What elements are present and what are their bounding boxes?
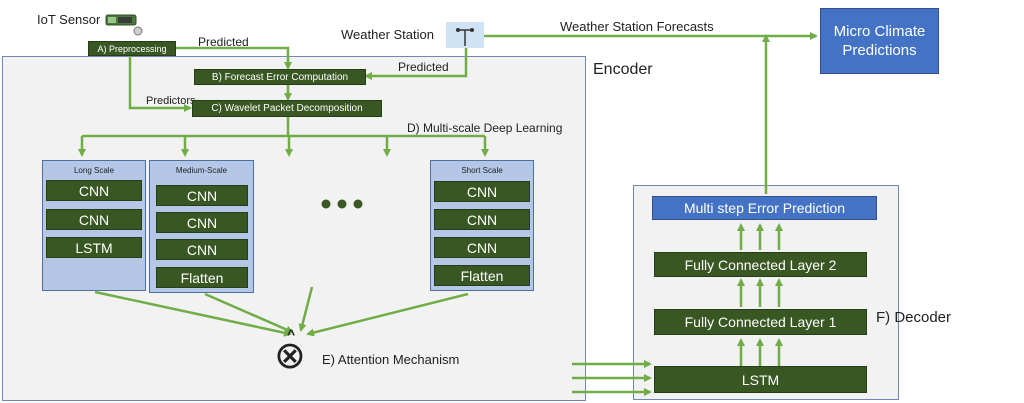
long-scale-title: Long Scale xyxy=(73,166,115,175)
fc1-box: Fully Connected Layer 1 xyxy=(654,309,867,335)
short-scale-title: Short Scale xyxy=(461,166,503,175)
arrow-preprocessing-to-error xyxy=(176,46,292,70)
iot-sensor-label: IoT Sensor xyxy=(37,12,101,27)
micro-climate-predictions-label: Micro Climate Predictions xyxy=(833,23,926,59)
arrow-mid-to-attention xyxy=(298,286,314,332)
predicted-label-2: Predicted xyxy=(398,60,449,74)
dot xyxy=(337,199,347,209)
long-scale-box: Long Scale CNN CNN LSTM xyxy=(42,160,146,291)
decoder-lstm-box: LSTM xyxy=(654,366,867,393)
short-scale-layer: CNN xyxy=(434,209,530,230)
forecast-error-box: B) Forecast Error Computation xyxy=(194,69,366,85)
iot-sensor-icon xyxy=(105,14,143,36)
decoder-label: F) Decoder xyxy=(876,309,952,326)
arrow-medium-to-attention xyxy=(204,292,294,334)
arrow-station-to-error xyxy=(364,45,468,80)
attention-label: E) Attention Mechanism xyxy=(322,352,460,367)
attention-hat: ^ xyxy=(287,326,296,342)
weather-station-label: Weather Station xyxy=(341,27,434,42)
predictors-label: Predictors xyxy=(146,95,196,107)
medium-scale-layer: CNN xyxy=(156,239,248,260)
medium-scale-layer: CNN xyxy=(156,185,248,206)
deep-learning-label: D) Multi-scale Deep Learning xyxy=(407,121,563,135)
wavelet-decomposition-box: C) Wavelet Packet Decomposition xyxy=(192,100,382,117)
arrow-short-to-attention xyxy=(306,292,469,337)
medium-scale-box: Medium-Scale CNN CNN CNN Flatten xyxy=(149,160,254,293)
attention-symbol: ⊗ xyxy=(274,335,306,377)
dot xyxy=(353,199,363,209)
micro-climate-predictions-box: Micro Climate Predictions xyxy=(820,8,939,74)
long-scale-layer: LSTM xyxy=(46,237,142,258)
medium-scale-layer: Flatten xyxy=(156,267,248,288)
predicted-label-1: Predicted xyxy=(198,35,249,49)
weather-station-icon xyxy=(446,22,484,48)
long-scale-layer: CNN xyxy=(46,209,142,230)
more-scales-dots xyxy=(321,199,363,209)
short-scale-layer: CNN xyxy=(434,237,530,258)
fc2-box: Fully Connected Layer 2 xyxy=(654,252,867,277)
multi-step-output-box: Multi step Error Prediction xyxy=(652,196,877,220)
short-scale-layer: Flatten xyxy=(434,265,530,286)
preprocessing-box: A) Preprocessing xyxy=(88,41,176,56)
forecasts-label: Weather Station Forecasts xyxy=(560,19,714,34)
long-scale-layer: CNN xyxy=(46,180,142,201)
arrow-preprocessing-to-wavelet xyxy=(128,55,192,112)
medium-scale-layer: CNN xyxy=(156,212,248,233)
encoder-title: Encoder xyxy=(593,61,653,78)
dot xyxy=(321,199,331,209)
medium-scale-title: Medium-Scale xyxy=(175,166,228,175)
decoder-panel xyxy=(633,185,899,400)
short-scale-box: Short Scale CNN CNN CNN Flatten xyxy=(430,160,534,291)
arrow-long-to-attention xyxy=(94,290,292,337)
short-scale-layer: CNN xyxy=(434,181,530,202)
